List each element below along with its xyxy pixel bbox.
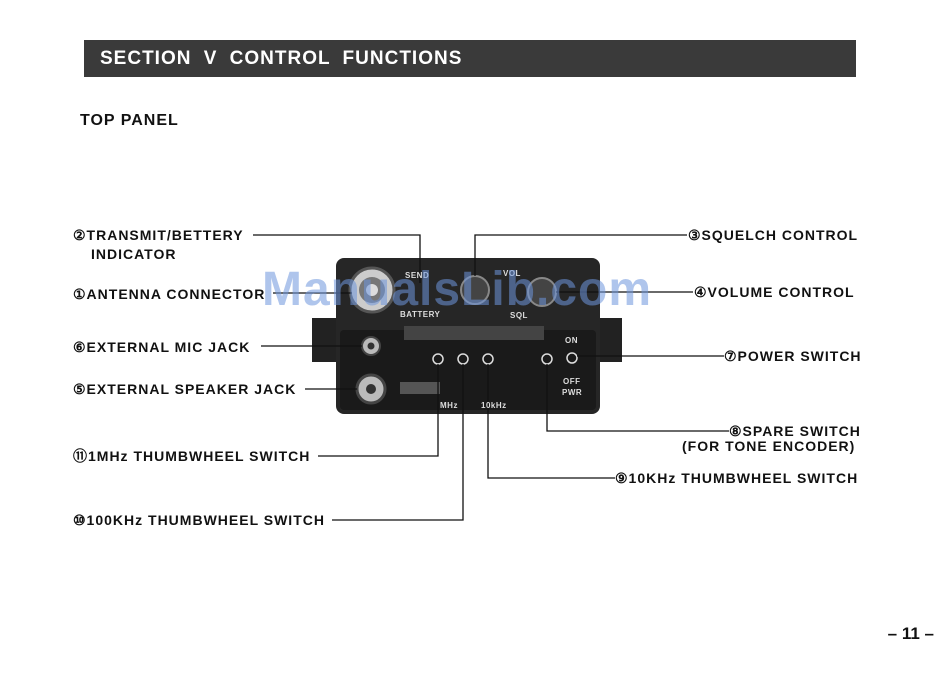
squelch-knob	[460, 275, 490, 305]
label-squelch-control: ③SQUELCH CONTROL	[688, 227, 859, 243]
volume-knob	[527, 277, 557, 307]
label-spare-switch: ⑧SPARE SWITCH	[729, 423, 861, 439]
label-volume-control: ④VOLUME CONTROL	[694, 284, 855, 300]
leader-squelch	[474, 234, 687, 276]
leader-transmit	[253, 234, 421, 283]
label-external-mic-jack: ⑥EXTERNAL MIC JACK	[73, 339, 251, 355]
label-external-speaker-jack: ⑤EXTERNAL SPEAKER JACK	[73, 381, 297, 397]
panel-on-label: ON	[565, 336, 578, 345]
panel-pwr-label: PWR	[562, 388, 583, 397]
label-100khz-thumbwheel: ⑩100KHz THUMBWHEEL SWITCH	[73, 512, 325, 528]
top-panel-heading: TOP PANEL	[80, 112, 179, 129]
leader-100khz	[332, 364, 464, 521]
leader-1mhz	[318, 364, 439, 457]
leader-spare	[546, 364, 729, 432]
section-title: SECTION V CONTROL FUNCTIONS	[84, 40, 856, 77]
panel-khz-label: 10kHz	[481, 401, 507, 410]
power-switch	[566, 352, 578, 364]
label-power-switch: ⑦POWER SWITCH	[724, 348, 862, 364]
label-transmit-indicator-2: INDICATOR	[91, 246, 177, 262]
panel-mhz-label: MHz	[440, 401, 458, 410]
label-spare-switch-2: (FOR TONE ENCODER)	[682, 438, 856, 454]
label-10khz-thumbwheel: ⑨10KHz THUMBWHEEL SWITCH	[615, 470, 859, 486]
leader-10khz	[487, 364, 615, 479]
label-transmit-indicator: ②TRANSMIT/BETTERY	[73, 227, 244, 243]
panel-battery-label: BATTERY	[400, 310, 441, 319]
label-1mhz-thumbwheel: ⑪1MHz THUMBWHEEL SWITCH	[73, 448, 311, 464]
page-number: – 11 –	[887, 624, 934, 643]
panel-vol-label: VOL	[503, 269, 521, 278]
label-antenna-connector: ①ANTENNA CONNECTOR	[73, 286, 266, 302]
panel-off-label: OFF	[563, 377, 581, 386]
panel-send-label: SEND	[405, 271, 430, 280]
panel-sql-label: SQL	[510, 311, 528, 320]
